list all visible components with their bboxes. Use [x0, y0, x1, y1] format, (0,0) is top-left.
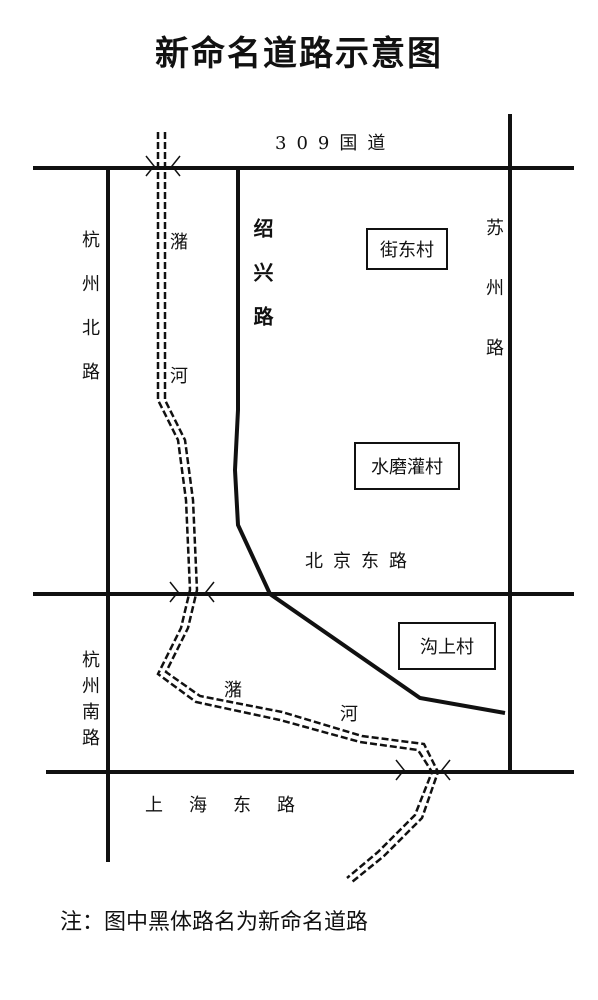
- label-river-char1-lower: 潴: [224, 680, 242, 701]
- label-river-char2-lower: 河: [340, 704, 358, 725]
- village-goushang: 沟上村: [398, 622, 496, 670]
- label-suzhou-road: 苏州路: [483, 218, 504, 398]
- label-beijing-east: 北京东路: [305, 551, 417, 572]
- label-river-char1-upper: 潴: [170, 232, 188, 253]
- label-shanghai-east: 上海东路: [145, 795, 321, 816]
- label-309-national: 309国道: [275, 133, 396, 154]
- label-hangzhou-north: 杭州北路: [79, 230, 100, 406]
- label-shaoxing-road: 绍兴路: [250, 218, 274, 350]
- road-network: [33, 114, 574, 862]
- label-hangzhou-south: 杭州南路: [79, 650, 100, 754]
- bridge-marks: [145, 155, 451, 781]
- footnote: 注：图中黑体路名为新命名道路: [60, 910, 369, 935]
- river-zhu: [156, 132, 440, 883]
- page-title: 新命名道路示意图: [155, 34, 443, 74]
- label-river-char2-upper: 河: [170, 366, 188, 387]
- village-shuimoguan: 水磨灌村: [354, 442, 460, 490]
- road-shaoxing-new: [232, 168, 506, 715]
- village-jiedong: 街东村: [366, 228, 448, 270]
